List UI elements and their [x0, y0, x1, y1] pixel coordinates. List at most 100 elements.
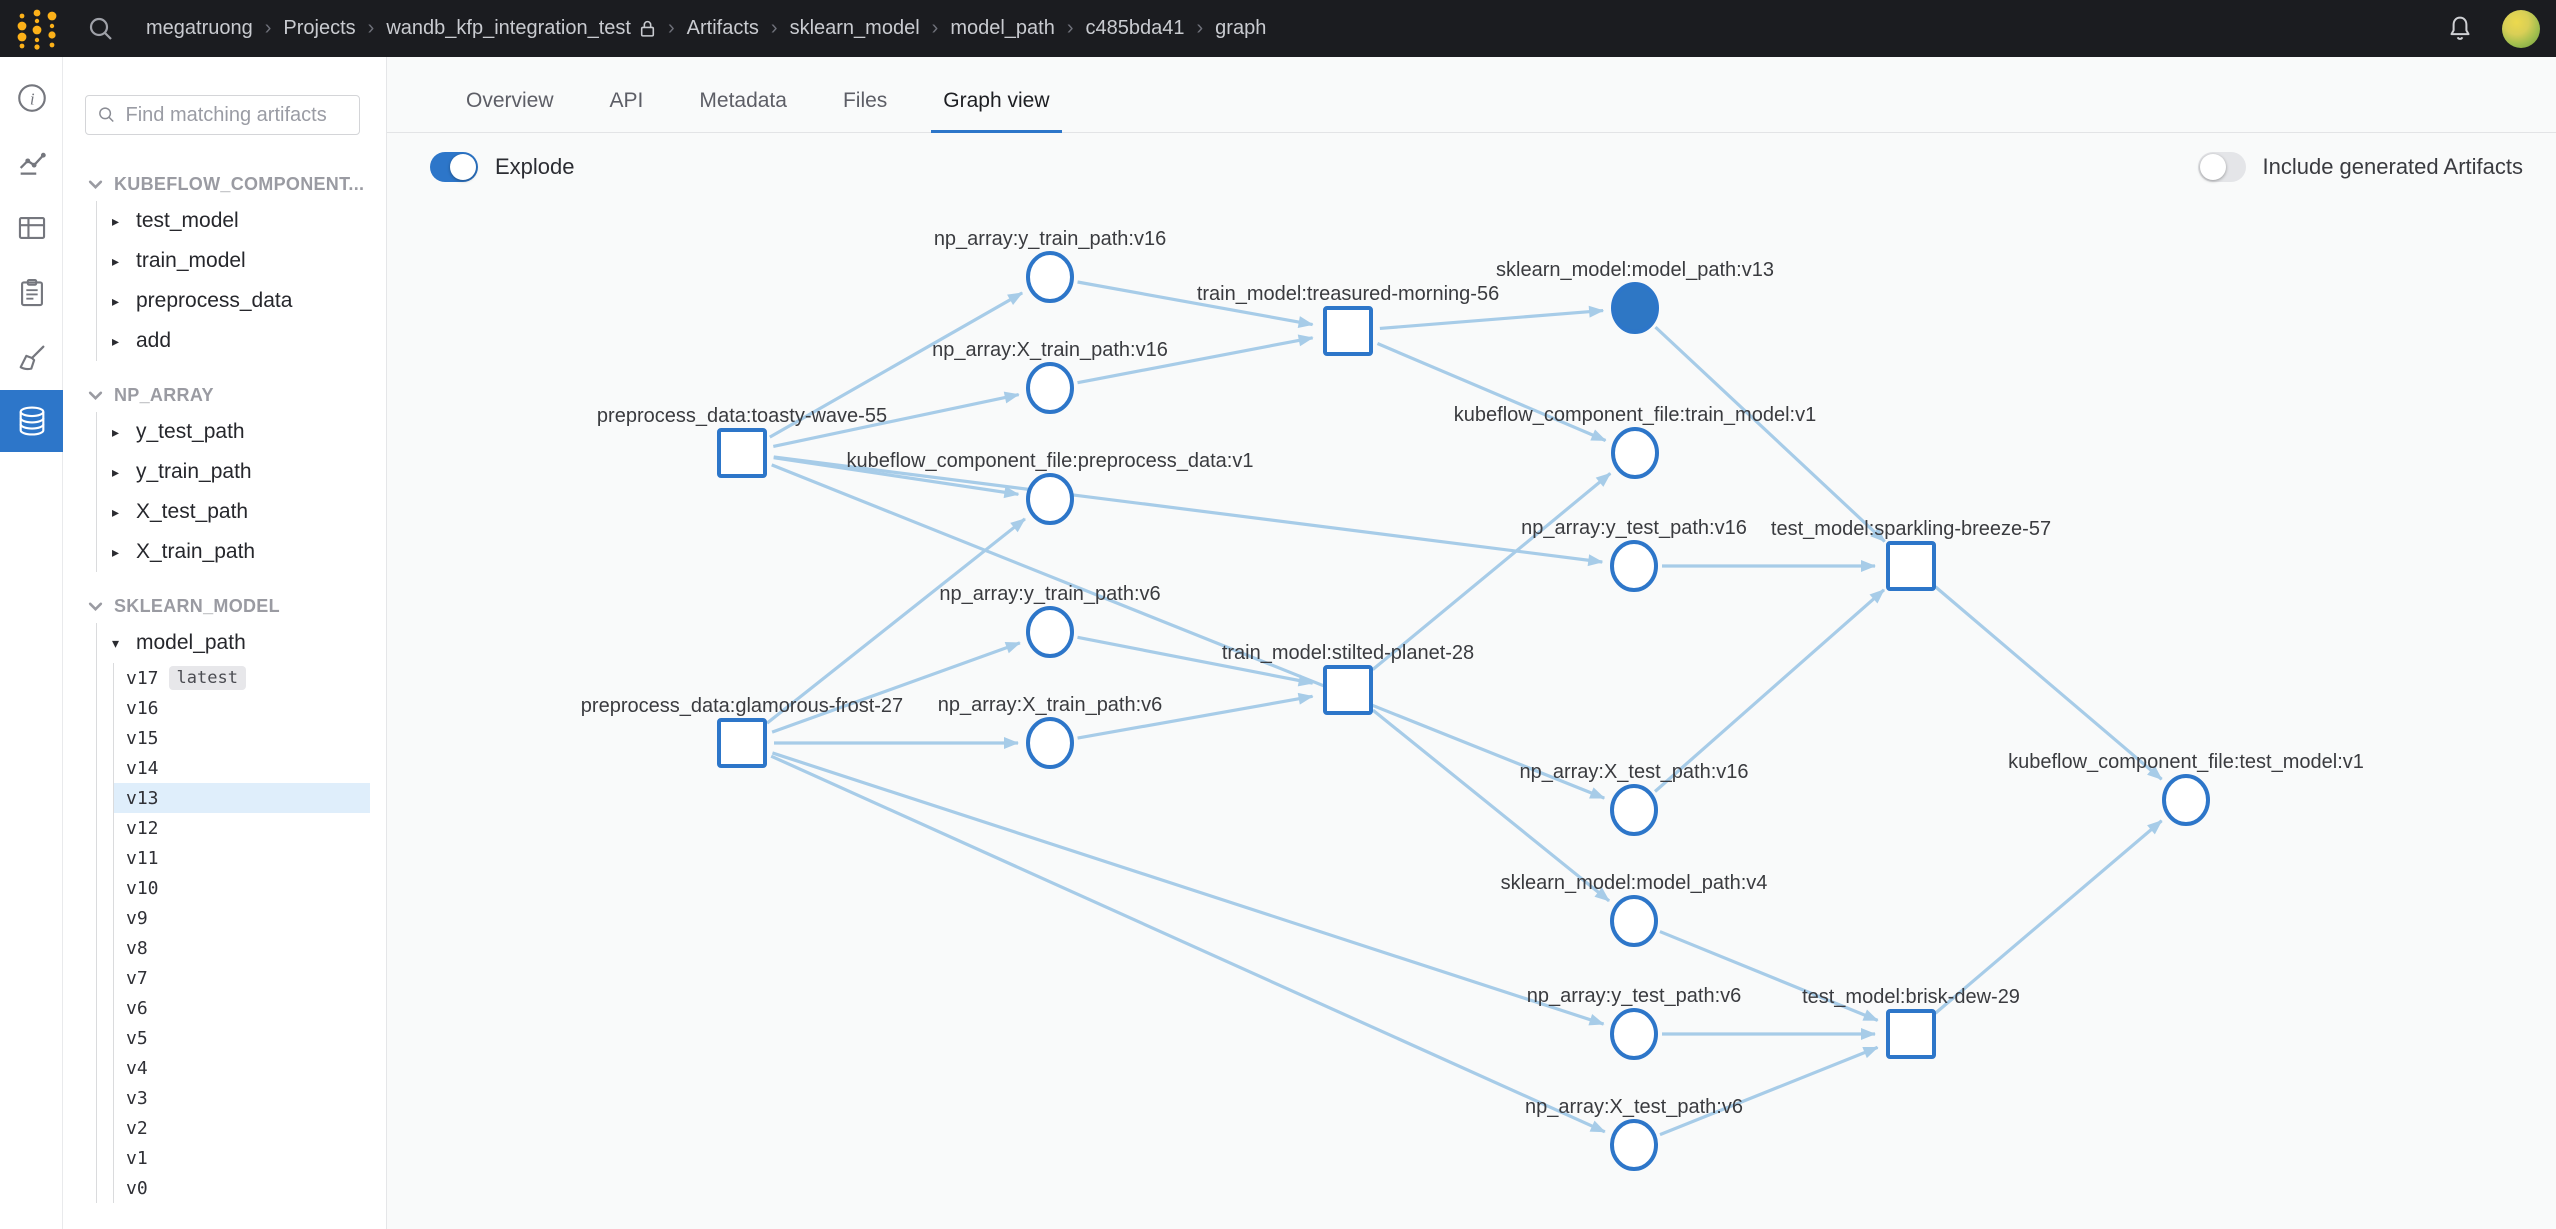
- explode-toggle[interactable]: [430, 152, 478, 182]
- graph-node-y_train16[interactable]: [1026, 251, 1074, 303]
- version-v1[interactable]: v1: [114, 1143, 370, 1173]
- tree-section-header[interactable]: KUBEFLOW_COMPONENT...: [64, 167, 386, 201]
- caret-right-icon: ▸: [112, 212, 120, 229]
- include-generated-artifacts-toggle[interactable]: [2197, 152, 2246, 182]
- breadcrumb: megatruong›Projects›wandb_kfp_integratio…: [146, 17, 1266, 40]
- search-input[interactable]: [125, 103, 348, 127]
- version-label: v10: [126, 877, 159, 899]
- search-icon[interactable]: [86, 14, 116, 44]
- version-label: v11: [126, 847, 159, 869]
- version-label: v12: [126, 817, 159, 839]
- sidebar-item-model_path[interactable]: ▾model_path: [97, 623, 386, 663]
- graph-node-y_train6[interactable]: [1026, 606, 1074, 658]
- wandb-logo[interactable]: [12, 7, 64, 51]
- graph-node-model4[interactable]: [1610, 895, 1658, 947]
- sidebar-item-X_train_path[interactable]: ▸X_train_path: [97, 532, 386, 572]
- breadcrumb-label: graph: [1215, 17, 1267, 39]
- graph-node-y_test16[interactable]: [1610, 540, 1658, 592]
- sidebar-item-add[interactable]: ▸add: [97, 321, 386, 361]
- sidebar-item-y_train_path[interactable]: ▸y_train_path: [97, 452, 386, 492]
- version-label: v4: [126, 1057, 148, 1079]
- graph-node-train_file[interactable]: [1611, 427, 1659, 479]
- rail-item-info[interactable]: i: [0, 65, 63, 130]
- tab-api[interactable]: API: [598, 89, 656, 133]
- rail-item-clipboard[interactable]: [0, 260, 63, 325]
- graph-node-preprocess_toasty[interactable]: [717, 428, 767, 478]
- sidebar-item-train_model[interactable]: ▸train_model: [97, 241, 386, 281]
- graph-node-test_sparkling[interactable]: [1886, 541, 1936, 591]
- version-v10[interactable]: v10: [114, 873, 370, 903]
- version-v16[interactable]: v16: [114, 693, 370, 723]
- graph-node-model13[interactable]: [1611, 282, 1659, 334]
- breadcrumb-separator: ›: [931, 17, 939, 39]
- include-generated-artifacts-label: Include generated Artifacts: [2262, 154, 2524, 179]
- breadcrumb-item[interactable]: sklearn_model: [790, 17, 920, 40]
- breadcrumb-item[interactable]: model_path: [950, 17, 1055, 40]
- tree-item-label: model_path: [136, 631, 246, 654]
- rail-item-broom[interactable]: [0, 325, 63, 390]
- sidebar-item-preprocess_data[interactable]: ▸preprocess_data: [97, 281, 386, 321]
- tab-graph-view[interactable]: Graph view: [931, 89, 1062, 133]
- rail-item-line-chart[interactable]: [0, 130, 63, 195]
- section-label: KUBEFLOW_COMPONENT...: [114, 173, 365, 194]
- graph-node-train_treasured[interactable]: [1323, 306, 1373, 356]
- rail-item-table[interactable]: [0, 195, 63, 260]
- sidebar-item-y_test_path[interactable]: ▸y_test_path: [97, 412, 386, 452]
- version-v15[interactable]: v15: [114, 723, 370, 753]
- tree-item-label: X_train_path: [136, 540, 256, 563]
- graph-node-train_stilted[interactable]: [1323, 665, 1373, 715]
- caret-right-icon: ▸: [112, 292, 120, 309]
- version-v7[interactable]: v7: [114, 963, 370, 993]
- version-v13[interactable]: v13: [114, 783, 370, 813]
- version-v9[interactable]: v9: [114, 903, 370, 933]
- graph-node-X_test6[interactable]: [1610, 1119, 1658, 1171]
- tab-overview[interactable]: Overview: [454, 89, 566, 133]
- breadcrumb-item[interactable]: graph: [1215, 17, 1266, 40]
- bell-icon[interactable]: [2444, 13, 2476, 45]
- graph-node-X_train6[interactable]: [1026, 717, 1074, 769]
- caret-right-icon: ▸: [112, 252, 120, 269]
- tree-section-header[interactable]: NP_ARRAY: [64, 378, 386, 412]
- latest-badge: latest: [168, 666, 246, 690]
- graph-node-X_train16[interactable]: [1026, 362, 1074, 414]
- version-v11[interactable]: v11: [114, 843, 370, 873]
- rail-item-database[interactable]: [0, 390, 63, 452]
- graph-node-pre_file[interactable]: [1026, 473, 1074, 525]
- artifact-sidebar: KUBEFLOW_COMPONENT... ▸test_model▸train_m…: [64, 57, 387, 1229]
- graph-node-preprocess_glamorous[interactable]: [717, 718, 767, 768]
- broom-icon: [19, 345, 44, 370]
- version-label: v7: [126, 967, 148, 989]
- avatar[interactable]: [2502, 9, 2540, 48]
- breadcrumb-label: sklearn_model: [789, 17, 920, 39]
- tab-metadata[interactable]: Metadata: [687, 89, 799, 133]
- version-v3[interactable]: v3: [114, 1083, 370, 1113]
- version-v4[interactable]: v4: [114, 1053, 370, 1083]
- graph-node-y_test6[interactable]: [1610, 1008, 1658, 1060]
- tree-section-header[interactable]: SKLEARN_MODEL: [64, 589, 386, 623]
- version-v0[interactable]: v0: [114, 1173, 370, 1203]
- breadcrumb-item[interactable]: megatruong: [146, 17, 253, 40]
- version-v8[interactable]: v8: [114, 933, 370, 963]
- version-v2[interactable]: v2: [114, 1113, 370, 1143]
- graph-node-test_file[interactable]: [2162, 774, 2210, 826]
- sidebar-item-X_test_path[interactable]: ▸X_test_path: [97, 492, 386, 532]
- artifact-search[interactable]: [85, 95, 360, 135]
- breadcrumb-item[interactable]: Artifacts: [687, 17, 759, 40]
- database-icon: [19, 406, 44, 436]
- version-v12[interactable]: v12: [114, 813, 370, 843]
- section-label: SKLEARN_MODEL: [114, 595, 280, 616]
- graph-node-X_test16[interactable]: [1610, 784, 1658, 836]
- version-v14[interactable]: v14: [114, 753, 370, 783]
- graph-node-test_brisk[interactable]: [1886, 1009, 1936, 1059]
- version-v6[interactable]: v6: [114, 993, 370, 1023]
- sidebar-item-test_model[interactable]: ▸test_model: [97, 201, 386, 241]
- breadcrumb-item[interactable]: c485bda41: [1086, 17, 1185, 40]
- version-v5[interactable]: v5: [114, 1023, 370, 1053]
- search-icon: [99, 107, 114, 123]
- breadcrumb-item[interactable]: wandb_kfp_integration_test: [386, 17, 656, 40]
- tab-files[interactable]: Files: [831, 89, 899, 133]
- breadcrumb-item[interactable]: Projects: [283, 17, 355, 40]
